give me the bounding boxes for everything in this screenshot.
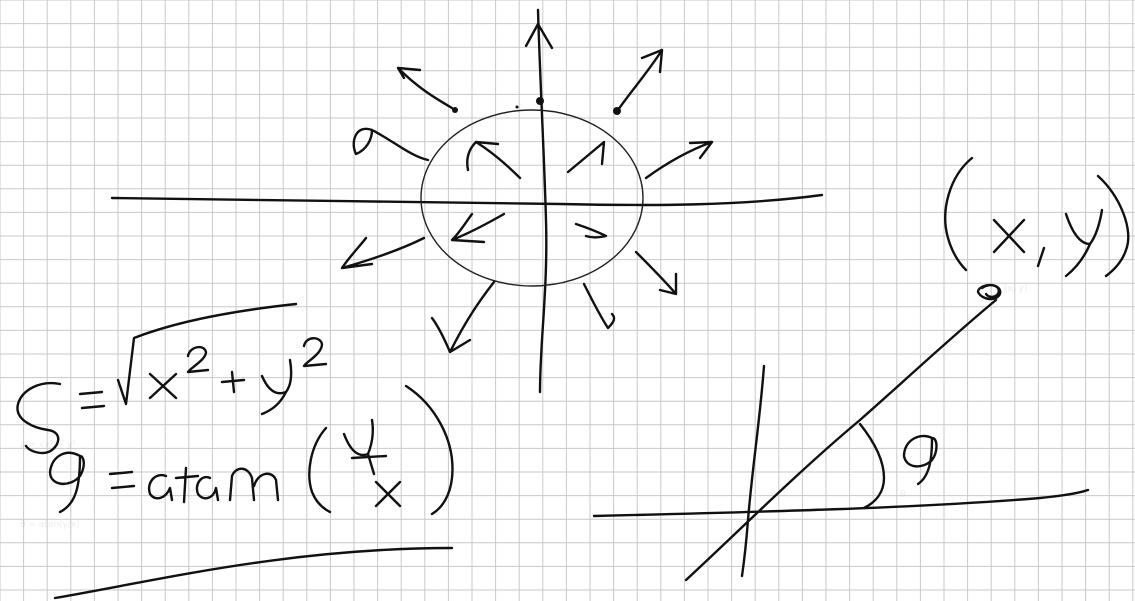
y-glyph (262, 360, 291, 414)
theta-stroke (904, 436, 937, 484)
left-horizontal-axis (112, 195, 822, 205)
x-stroke (994, 220, 1024, 252)
y-over (344, 420, 374, 474)
formula-area (17, 304, 452, 514)
equals-2 (110, 472, 134, 488)
sup-2-b (304, 338, 326, 366)
right-horizontal-axis (594, 490, 1088, 516)
right-paren (1098, 176, 1128, 276)
dot (536, 97, 544, 105)
x-glyph (150, 374, 176, 398)
arrow-left-outer (354, 129, 428, 160)
arrow-up-right-outer (618, 50, 662, 110)
point-scribble (978, 285, 1000, 299)
arrow-right-down-outer (636, 252, 676, 294)
circle (421, 110, 643, 286)
sup-2-a (188, 347, 208, 372)
left-vertical-axis (538, 10, 546, 392)
arrow-down-left-outer (342, 238, 424, 268)
angle-arc (860, 424, 884, 508)
equals-1 (80, 392, 104, 408)
arrow-down-outer (432, 282, 494, 352)
rho-glyph (17, 383, 60, 453)
left-paren (945, 158, 972, 270)
radial-field-sketch (112, 10, 822, 392)
right-vertical-axis (742, 366, 764, 576)
arrow-down-left-inner (452, 214, 504, 242)
dot (613, 107, 621, 115)
theta-glyph (50, 453, 84, 512)
open-paren (309, 428, 330, 512)
ray-to-point (686, 300, 996, 580)
dot (516, 106, 519, 109)
fraction-bar (352, 456, 386, 458)
comma-stroke (1038, 248, 1044, 266)
dot (452, 107, 458, 113)
plus-glyph (222, 372, 244, 392)
x-under (376, 482, 400, 506)
arrow-up-left-outer (398, 68, 452, 108)
close-paren (406, 386, 452, 514)
arrow-right-outer (646, 142, 712, 178)
underline-stroke (55, 548, 452, 598)
y-stroke (1066, 210, 1102, 276)
arrow-up-left-inner (467, 142, 520, 178)
arrow-down-right-inner (576, 224, 606, 238)
atan-word (149, 468, 278, 502)
polar-angle-sketch (594, 158, 1128, 580)
arrow-down-right-outer (584, 284, 614, 328)
arrow-up-right-inner (568, 142, 604, 172)
